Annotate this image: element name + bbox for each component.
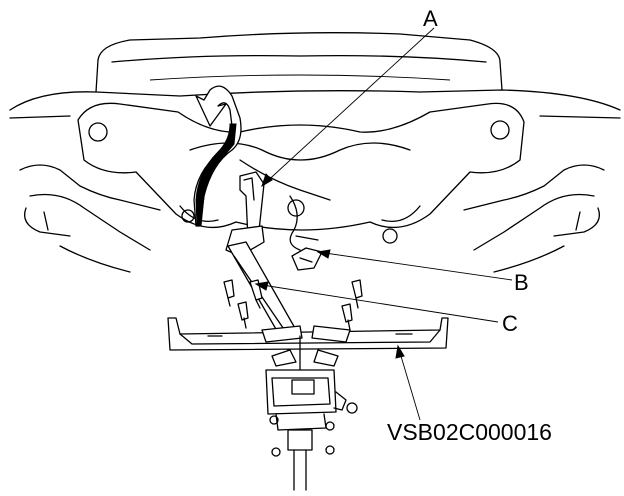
leader-line-c [255,283,499,323]
leader-line-a [261,27,435,187]
subframe [77,102,525,251]
figure-code: VSB02C000016 [387,419,552,445]
leader-line-b [317,251,513,281]
bolts [223,279,363,331]
leader-lines [254,27,513,421]
part-b-clip [291,235,323,271]
suspension-right [463,164,605,273]
vehicle-body-outline [9,32,621,119]
jack-adapter [167,317,449,371]
leader-line-code [397,345,421,421]
suspension-left [19,164,161,273]
callout-b: B [514,270,529,295]
rotation-arrow-icon [193,85,242,227]
callout-c: C [502,311,518,336]
transmission-jack [265,369,358,491]
callout-a: A [423,6,438,31]
